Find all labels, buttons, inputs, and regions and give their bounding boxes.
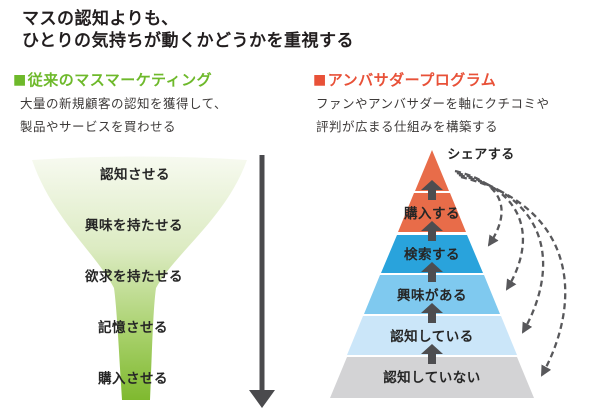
left-description-line1: 大量の新規顧客の認知を獲得して、 [20,96,228,111]
pyramid-level-search [381,235,483,273]
page-title: マスの認知よりも、 ひとりの気持ちが動くかどうかを重視する [22,8,354,52]
pyramid-level-label: 認知している [390,328,474,345]
funnel-stage-label: 認知させる [100,166,170,183]
right-section-description: ファンやアンバサダーを軸にクチコミや 評判が広まる仕組みを構築する [316,92,550,138]
ambassador-pyramid: 購入する 検索する 興味がある 認知している 認知していない シェアする [330,148,567,398]
right-heading-label: アンバサダープログラム [327,71,497,89]
share-spread-arrow [460,175,567,377]
page-title-line1: マスの認知よりも、 [22,9,179,29]
right-description-line2: 評判が広まる仕組みを構築する [316,119,499,134]
left-section-description: 大量の新規顧客の認知を獲得して、 製品やサービスを買わせる [20,92,227,138]
pyramid-level-interested [364,275,500,314]
pyramid-level-aware [347,316,517,355]
pyramid-level-unaware [330,357,534,398]
funnel-stage-label: 欲求を持たせる [84,268,183,285]
pyramid-apex-share-level [415,150,449,191]
funnel-stage-label: 記憶させる [98,319,168,336]
funnel-stage-label: 購入させる [97,370,168,387]
share-spread-arrow [454,169,503,247]
downward-flow-arrow-icon [249,155,275,408]
right-description-line1: ファンやアンバサダーを軸にクチコミや [316,96,550,111]
funnel-stage-label: 興味を持たせる [85,217,183,234]
right-heading-bullet-icon: ■ [313,71,327,88]
pyramid-level-purchase [398,193,466,232]
share-label: シェアする [447,148,515,163]
left-heading-label: 従来のマスマーケティング [27,71,213,89]
funnel-shape [32,156,247,400]
pyramid-level-label: 認知していない [383,369,481,386]
page-title-line2: ひとりの気持ちが動くかどうかを重視する [22,31,354,51]
pyramid-level-label: 購入する [403,205,460,222]
mass-marketing-funnel: 認知させる 興味を持たせる 欲求を持たせる 記憶させる 購入させる [32,155,275,408]
left-section-heading: ■ 従来のマスマーケティング [13,69,212,90]
left-description-line2: 製品やサービスを買わせる [20,119,177,134]
left-heading-bullet-icon: ■ [13,71,27,88]
share-spread-arrow [458,173,545,334]
pyramid-level-label: 興味がある [397,287,467,304]
right-section-heading: ■ アンバサダープログラム [313,69,496,90]
pyramid-level-label: 検索する [404,246,460,263]
